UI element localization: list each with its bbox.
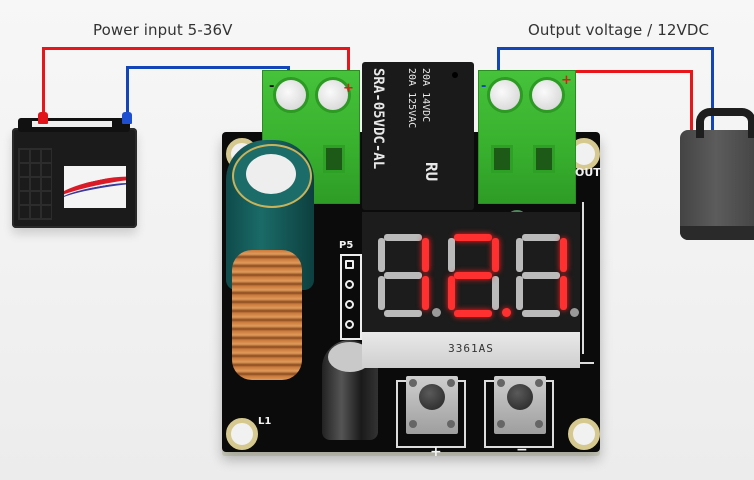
segment-f xyxy=(516,238,523,272)
input-negative-mark: - xyxy=(269,79,275,94)
segment-b xyxy=(422,238,429,272)
header-pin xyxy=(345,260,354,269)
battery-negative-terminal xyxy=(122,112,132,124)
segment-a xyxy=(522,234,560,241)
output-wire-slot-1 xyxy=(491,145,513,173)
segment-e xyxy=(516,276,523,310)
button-cap[interactable] xyxy=(419,384,445,410)
mount-hole-bottom-right xyxy=(568,418,600,450)
battery-grid-pattern xyxy=(18,148,52,220)
battery-lid-plate xyxy=(32,121,112,127)
display-digit-3 xyxy=(514,234,579,317)
power-input-caption: Power input 5-36V xyxy=(93,21,233,39)
output-negative-wire-horizontal xyxy=(497,47,714,50)
inductor-label: L1 xyxy=(258,416,272,427)
relay-model: SRA-05VDC-AL xyxy=(370,68,386,170)
header-pin xyxy=(345,300,354,309)
output-voltage-caption: Output voltage / 12VDC xyxy=(528,21,710,39)
battery-positive-terminal xyxy=(38,112,48,124)
relay-rating-2: 20A 125VAC xyxy=(406,68,417,129)
output-positive-wire-vertical xyxy=(690,70,693,134)
segment-d xyxy=(522,310,560,317)
header-pin xyxy=(345,320,354,329)
segment-d xyxy=(454,310,492,317)
relay-rating-1: 20A 14VDC xyxy=(420,68,431,123)
output-positive-mark: + xyxy=(561,73,572,88)
input-wire-slot xyxy=(323,145,345,173)
output-wire-slot-2 xyxy=(533,145,555,173)
mount-hole-bottom-left xyxy=(226,418,258,450)
input-negative-wire-horizontal xyxy=(126,66,290,69)
segment-e xyxy=(448,276,455,310)
input-positive-mark: + xyxy=(343,81,354,96)
button-cap[interactable] xyxy=(507,384,533,410)
segment-e xyxy=(378,276,385,310)
input-positive-wire-vertical xyxy=(42,47,45,129)
input-positive-wire-horizontal xyxy=(42,47,350,50)
inductor-coil xyxy=(232,250,302,380)
segment-c xyxy=(492,276,499,310)
output-load-device xyxy=(680,108,754,240)
pin-header xyxy=(340,254,362,340)
segment-a xyxy=(384,234,422,241)
segment-f xyxy=(378,238,385,272)
segment-g xyxy=(384,272,422,279)
decimal-point xyxy=(570,308,579,317)
battery xyxy=(12,112,137,228)
output-positive-wire-horizontal xyxy=(549,70,693,73)
segment-c xyxy=(560,276,567,310)
input-negative-screw[interactable] xyxy=(273,77,309,113)
segment-c xyxy=(422,276,429,310)
decrease-label: − xyxy=(516,442,528,458)
output-positive-screw[interactable] xyxy=(529,77,565,113)
battery-label xyxy=(64,166,126,208)
input-negative-wire-vertical xyxy=(126,66,129,124)
out-label: OUT xyxy=(575,166,601,179)
display-base: 3361AS xyxy=(362,332,580,368)
segment-d xyxy=(384,310,422,317)
decimal-point xyxy=(432,308,441,317)
input-positive-screw[interactable] xyxy=(315,77,351,113)
decrease-button[interactable] xyxy=(484,376,554,448)
seven-segment-display xyxy=(362,212,580,332)
display-digit-2 xyxy=(446,234,511,317)
relay-vent-hole xyxy=(452,72,458,78)
load-base xyxy=(680,226,754,240)
header-pin xyxy=(345,280,354,289)
pcb-trace xyxy=(582,202,584,354)
header-label: P5 xyxy=(339,240,354,251)
segment-b xyxy=(560,238,567,272)
segment-g xyxy=(454,272,492,279)
segment-b xyxy=(492,238,499,272)
output-negative-screw[interactable] xyxy=(487,77,523,113)
output-negative-wire-vertical xyxy=(711,47,714,135)
decimal-point xyxy=(502,308,511,317)
segment-f xyxy=(448,238,455,272)
display-part-number: 3361AS xyxy=(448,342,494,355)
display-digit-1 xyxy=(376,234,441,317)
output-negative-mark: - xyxy=(481,79,487,94)
increase-button[interactable] xyxy=(396,376,466,448)
relay: 20A 14VDC 20A 125VAC SRA-05VDC-AL RU xyxy=(362,62,474,210)
load-handle xyxy=(696,108,754,138)
increase-label: + xyxy=(430,444,442,460)
segment-g xyxy=(522,272,560,279)
output-terminal-block: - + xyxy=(478,70,576,204)
relay-cert-mark: RU xyxy=(422,162,441,182)
segment-a xyxy=(454,234,492,241)
